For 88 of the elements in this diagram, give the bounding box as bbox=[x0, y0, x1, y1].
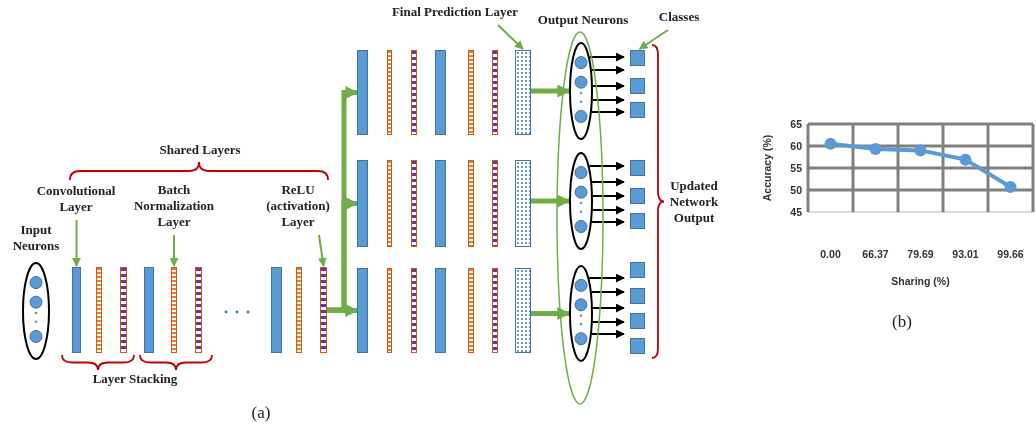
convolution-layer-bar bbox=[435, 268, 446, 353]
annotation-label: Shared Layers bbox=[158, 142, 242, 158]
arrow bbox=[591, 191, 625, 201]
batch-norm-layer-bar bbox=[171, 267, 177, 353]
annotation-label: Layer Stacking bbox=[91, 371, 179, 387]
x-tick-label: 79.69 bbox=[907, 248, 934, 260]
convolution-layer-bar bbox=[357, 160, 368, 247]
arrow bbox=[590, 217, 625, 227]
prediction-layer-bar bbox=[515, 160, 531, 247]
arrow bbox=[590, 329, 625, 339]
x-axis-title: Sharing (%) bbox=[891, 275, 950, 287]
arrow bbox=[591, 81, 625, 91]
arrow bbox=[531, 84, 571, 98]
convolution-layer-bar bbox=[72, 267, 81, 353]
class-box bbox=[630, 160, 645, 176]
batch-norm-layer-bar bbox=[387, 268, 392, 353]
batch-norm-layer-bar bbox=[387, 50, 392, 135]
relu-layer-bar bbox=[492, 160, 498, 247]
x-tick-label: 0.00 bbox=[820, 248, 841, 260]
arrow bbox=[591, 95, 625, 105]
arrow bbox=[497, 24, 524, 50]
arrow bbox=[638, 29, 669, 50]
prediction-layer-bar bbox=[515, 50, 531, 135]
panel-caption: (a) bbox=[250, 403, 272, 423]
convolution-layer-bar bbox=[144, 267, 154, 353]
y-tick-label: 65 bbox=[790, 118, 802, 130]
x-tick-label: 93.01 bbox=[952, 248, 979, 260]
convolution-layer-bar bbox=[435, 160, 446, 247]
arrow bbox=[591, 205, 625, 215]
arrow bbox=[590, 65, 625, 75]
arrow bbox=[588, 273, 625, 283]
x-tick-label: 99.66 bbox=[997, 248, 1024, 260]
arrow bbox=[588, 161, 625, 171]
arrow bbox=[531, 307, 571, 320]
group-label: Input Neurons bbox=[11, 222, 61, 254]
relu-layer-bar bbox=[120, 267, 127, 353]
batch-norm-layer-bar bbox=[468, 268, 474, 353]
class-box bbox=[630, 213, 645, 229]
class-box bbox=[630, 102, 645, 118]
arrow bbox=[591, 177, 625, 187]
y-tick-label: 60 bbox=[790, 140, 802, 152]
arrow bbox=[588, 52, 625, 62]
arrow bbox=[531, 194, 571, 208]
class-box bbox=[630, 78, 645, 94]
arrow bbox=[169, 234, 179, 267]
panel-caption: (b) bbox=[891, 312, 913, 332]
relu-layer-bar bbox=[320, 267, 327, 353]
arrow bbox=[591, 303, 625, 313]
class-box bbox=[630, 313, 645, 329]
class-box bbox=[630, 338, 645, 354]
batch-norm-layer-bar bbox=[96, 267, 102, 353]
layer-label: Classes bbox=[648, 9, 710, 27]
relu-layer-bar bbox=[411, 160, 417, 247]
layer-label: Final Prediction Layer bbox=[376, 4, 534, 22]
y-tick-label: 45 bbox=[790, 206, 802, 218]
arrow bbox=[327, 304, 359, 317]
prediction-layer-bar bbox=[515, 268, 531, 353]
class-box bbox=[630, 188, 645, 204]
arrow bbox=[590, 287, 625, 297]
convolution-layer-bar bbox=[435, 50, 446, 135]
relu-layer-bar bbox=[195, 267, 202, 353]
arrow bbox=[590, 107, 625, 117]
arrow bbox=[317, 234, 327, 267]
batch-norm-layer-bar bbox=[468, 50, 474, 135]
y-tick-label: 50 bbox=[790, 184, 802, 196]
batch-norm-layer-bar bbox=[387, 160, 392, 247]
y-tick-label: 55 bbox=[790, 162, 802, 174]
batch-norm-layer-bar bbox=[468, 160, 474, 247]
relu-layer-bar bbox=[411, 268, 417, 353]
arrow bbox=[591, 317, 625, 327]
class-box bbox=[630, 262, 645, 278]
convolution-layer-bar bbox=[271, 267, 282, 353]
annotation-label: Updated Network Output bbox=[668, 178, 720, 226]
arrow bbox=[72, 219, 81, 267]
convolution-layer-bar bbox=[357, 50, 368, 135]
layer-label: Convolutional Layer bbox=[26, 183, 126, 217]
convolution-layer-bar bbox=[357, 268, 368, 353]
x-tick-label: 66.37 bbox=[862, 248, 889, 260]
batch-norm-layer-bar bbox=[296, 267, 302, 353]
layer-label: ReLU (activation) Layer bbox=[253, 182, 343, 232]
group-label: Output Neurons bbox=[536, 12, 630, 28]
layer-label: Batch Normalization Layer bbox=[124, 182, 224, 232]
class-box bbox=[630, 50, 645, 66]
relu-layer-bar bbox=[492, 268, 498, 353]
class-box bbox=[630, 288, 645, 304]
relu-layer-bar bbox=[411, 50, 417, 135]
y-axis-title: Accuracy (%) bbox=[761, 134, 773, 202]
relu-layer-bar bbox=[492, 50, 498, 135]
